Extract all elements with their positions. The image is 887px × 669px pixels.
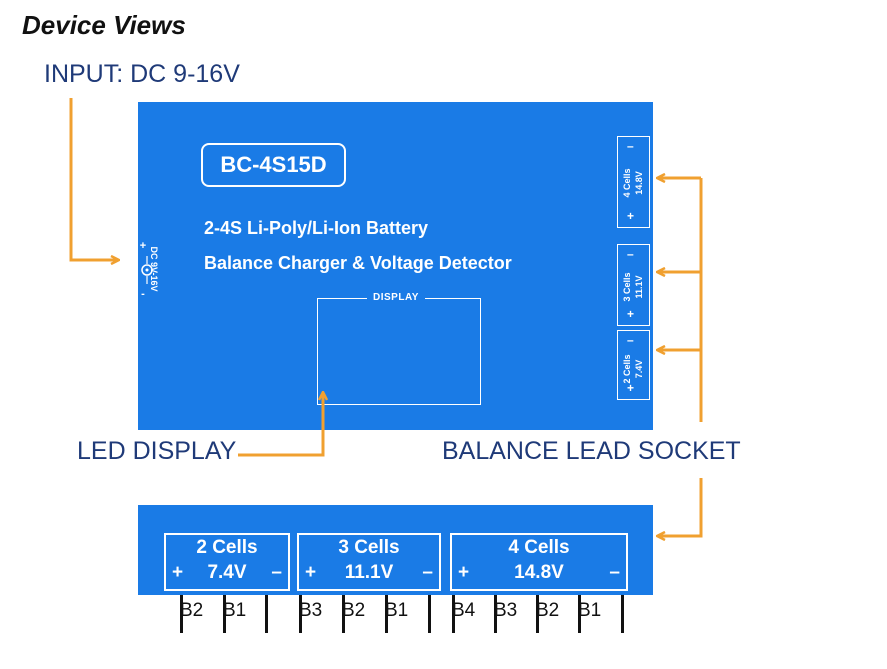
pin-label-4c-b1: B1 bbox=[578, 600, 602, 621]
balance-arrow-strip bbox=[658, 478, 703, 536]
charger-board-top-view: BC-4S15D 2-4S Li-Poly/Li-Ion Battery Bal… bbox=[138, 102, 653, 430]
pin bbox=[342, 595, 345, 633]
side-socket-2-cells-plus: + bbox=[627, 381, 635, 395]
side-socket-3-cells-minus: – bbox=[627, 247, 634, 261]
pin bbox=[223, 595, 226, 633]
socket-4-cells: 4 Cells + 14.8V – bbox=[450, 533, 628, 591]
pin bbox=[299, 595, 302, 633]
model-name: BC-4S15D bbox=[220, 152, 327, 177]
led-display-arrow bbox=[238, 393, 323, 457]
socket-strip-side-view: 2 Cells + 7.4V – 3 Cells + 11.1V – 4 Cel… bbox=[138, 505, 653, 595]
pin bbox=[385, 595, 388, 633]
socket-2-cells-voltage: 7.4V bbox=[207, 562, 247, 583]
pin-label-3c-b2: B2 bbox=[342, 600, 366, 621]
pin-label-3c-b1: B1 bbox=[385, 600, 409, 621]
socket-2-cells-plus: + bbox=[172, 562, 184, 583]
side-socket-4-cells-plus: + bbox=[627, 209, 635, 223]
pin bbox=[180, 595, 183, 633]
dc-polarity-icon bbox=[141, 256, 153, 284]
side-socket-2-cells-minus: – bbox=[627, 333, 634, 347]
dc-input-marking: DC 9V-16V + - bbox=[140, 240, 168, 300]
input-arrow bbox=[69, 98, 118, 260]
socket-4-cells-plus: + bbox=[458, 562, 470, 583]
pin bbox=[452, 595, 455, 633]
led-display-callout: LED DISPLAY bbox=[77, 437, 237, 465]
pin bbox=[265, 595, 268, 633]
socket-3-cells-voltage: 11.1V bbox=[344, 562, 394, 583]
socket-2-cells-minus: – bbox=[271, 562, 282, 583]
socket-4-cells-minus: – bbox=[609, 562, 620, 583]
model-label-box: BC-4S15D bbox=[201, 143, 346, 187]
pin bbox=[578, 595, 581, 633]
pin-label-4c-b4: B4 bbox=[452, 600, 476, 621]
pin-label-2c-b1: B1 bbox=[223, 600, 247, 621]
pin-label-2c-b2: B2 bbox=[180, 600, 204, 621]
side-socket-2-cells: 2 Cells 7.4V + – bbox=[617, 330, 650, 400]
pin bbox=[494, 595, 497, 633]
side-socket-4-cells: 4 Cells 14.8V + – bbox=[617, 136, 650, 228]
board-description-line2: Balance Charger & Voltage Detector bbox=[204, 253, 512, 273]
pin-label-4c-b2: B2 bbox=[536, 600, 560, 621]
side-socket-3-cells: 3 Cells 11.1V + – bbox=[617, 244, 650, 326]
display-label: DISPLAY bbox=[367, 292, 425, 303]
board-description-line1: 2-4S Li-Poly/Li-Ion Battery bbox=[204, 218, 429, 238]
socket-3-cells-minus: – bbox=[422, 562, 433, 583]
pin-label-3c-b3: B3 bbox=[299, 600, 323, 621]
input-callout: INPUT: DC 9-16V bbox=[44, 60, 240, 88]
socket-2-cells: 2 Cells + 7.4V – bbox=[164, 533, 290, 591]
dc-minus-sign: - bbox=[141, 288, 145, 300]
page-title: Device Views bbox=[22, 10, 186, 40]
balance-socket-callout: BALANCE LEAD SOCKET bbox=[442, 437, 741, 465]
socket-3-cells-plus: + bbox=[305, 562, 317, 583]
side-socket-4-cells-minus: – bbox=[627, 139, 634, 153]
socket-3-cells-name: 3 Cells bbox=[338, 537, 400, 558]
pin bbox=[536, 595, 539, 633]
pin-label-4c-b3: B3 bbox=[494, 600, 518, 621]
socket-2-cells-name: 2 Cells bbox=[196, 537, 258, 558]
socket-4-cells-voltage: 14.8V bbox=[514, 562, 564, 583]
pin bbox=[428, 595, 431, 633]
dc-plus-sign: + bbox=[139, 240, 147, 252]
socket-3-cells: 3 Cells + 11.1V – bbox=[297, 533, 441, 591]
socket-4-cells-name: 4 Cells bbox=[508, 537, 570, 558]
pin bbox=[621, 595, 624, 633]
side-socket-3-cells-plus: + bbox=[627, 307, 635, 321]
